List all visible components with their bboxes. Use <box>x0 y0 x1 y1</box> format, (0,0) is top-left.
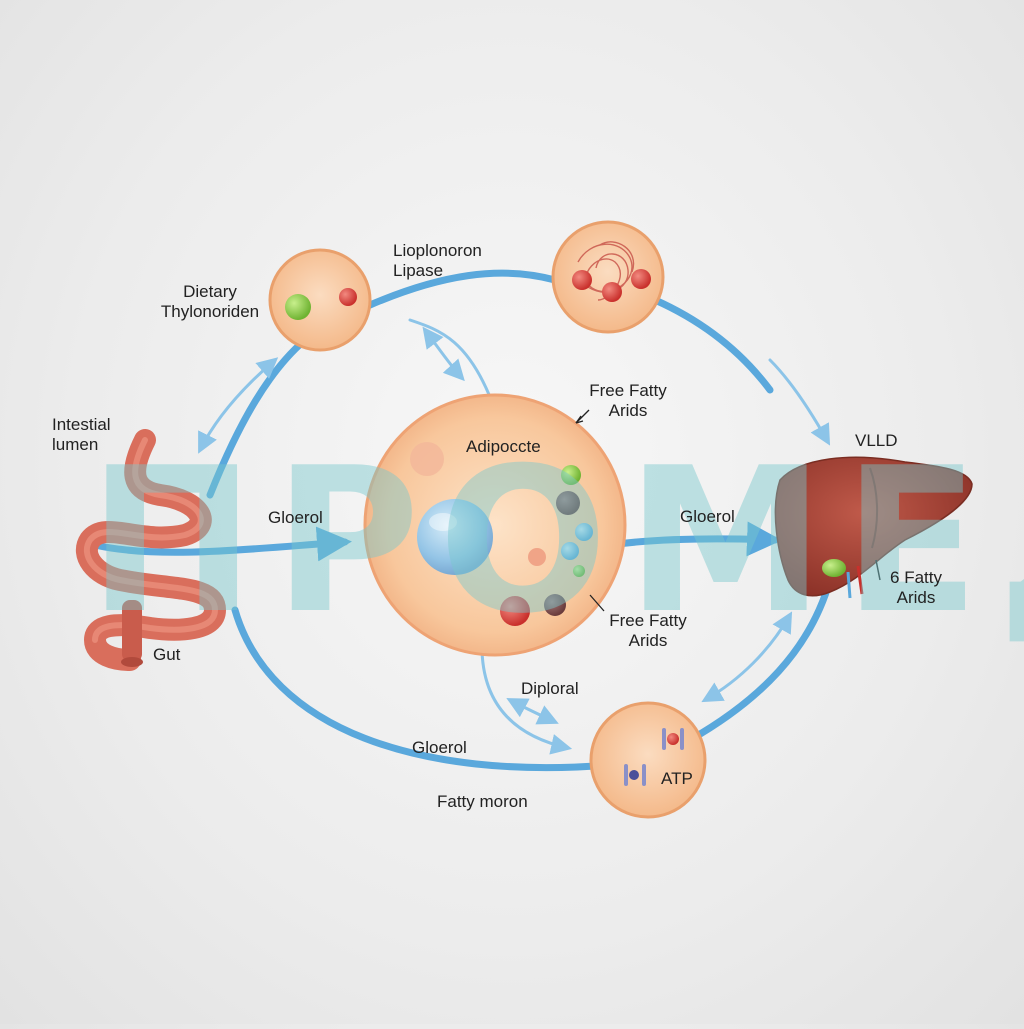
label-atp: ATP <box>661 769 693 788</box>
label-glycerol-right: Gloerol <box>680 507 735 526</box>
gut-illustration <box>75 429 226 671</box>
thin-arrow-lipase-adipocyte-b <box>422 326 465 382</box>
label-diploral: Diploral <box>521 679 579 698</box>
label-fatty-moron: Fatty moron <box>437 792 528 811</box>
label-glycerol-bottom: Gloerol <box>412 738 467 757</box>
red-particle <box>339 288 357 306</box>
label-gut: Gut <box>153 645 181 664</box>
thin-arrow-atp-liver <box>701 611 793 703</box>
arrow-lipase-to-liver <box>651 296 774 394</box>
label-ffa-bottom: Free Fatty Arids <box>598 611 698 651</box>
label-intestinal-line1: Intestial <box>52 415 111 434</box>
green-particle <box>285 294 311 320</box>
thin-arrow-diploral <box>506 698 559 725</box>
arrow-dietary-to-lipase <box>366 269 559 309</box>
arrow-left-loop <box>231 606 614 771</box>
label-adipocyte: Adipoccte <box>466 437 541 456</box>
label-liver-ffa-line2: Arids <box>896 588 936 607</box>
label-vlld: VLLD <box>855 431 898 450</box>
thin-arrows <box>198 318 831 755</box>
label-liver-ffa-line1: 6 Fatty <box>890 568 942 587</box>
label-liver-ffa: 6 Fatty Arids <box>876 568 956 608</box>
label-ffa-bottom-line1: Free Fatty <box>609 611 687 630</box>
lipoprotein-cell <box>551 220 665 334</box>
arrow-gut-to-dietary <box>206 336 309 499</box>
label-pointers <box>575 409 605 612</box>
thin-arrow-adipocyte-atp <box>480 638 573 755</box>
thin-arrow-to-vlld <box>768 358 831 446</box>
dietary-cell <box>268 248 372 352</box>
thin-arrow-dietary-gut <box>198 357 279 454</box>
label-ffa-top-line1: Free Fatty <box>589 381 667 400</box>
label-dietary: Dietary Thylonoriden <box>150 282 270 322</box>
nucleus <box>417 499 493 575</box>
label-lipoprotein-line1: Lioplonoron <box>393 241 482 260</box>
arrow-gut-to-adipocyte <box>91 526 352 562</box>
label-ffa-bottom-line2: Arids <box>628 631 668 650</box>
atp-cell <box>589 701 707 819</box>
lipid-droplet <box>410 442 444 476</box>
label-ffa-top: Free Fatty Arids <box>578 381 678 421</box>
label-lipoprotein: Lioplonoron Lipase <box>393 241 482 281</box>
label-intestinal-line2: lumen <box>52 435 99 454</box>
label-glycerol-left: Gloerol <box>268 508 323 527</box>
label-intestinal: Intestial lumen <box>52 415 111 455</box>
adipocyte-cell <box>363 393 627 657</box>
arrow-adipocyte-to-liver <box>606 521 782 557</box>
label-ffa-top-line2: Arids <box>608 401 648 420</box>
label-dietary-line2: Thylonoriden <box>160 302 260 321</box>
arrow-liver-to-atp <box>686 576 834 744</box>
label-lipoprotein-line2: Lipase <box>393 261 444 280</box>
label-dietary-line1: Dietary <box>183 282 237 301</box>
liver-illustration <box>774 456 973 599</box>
